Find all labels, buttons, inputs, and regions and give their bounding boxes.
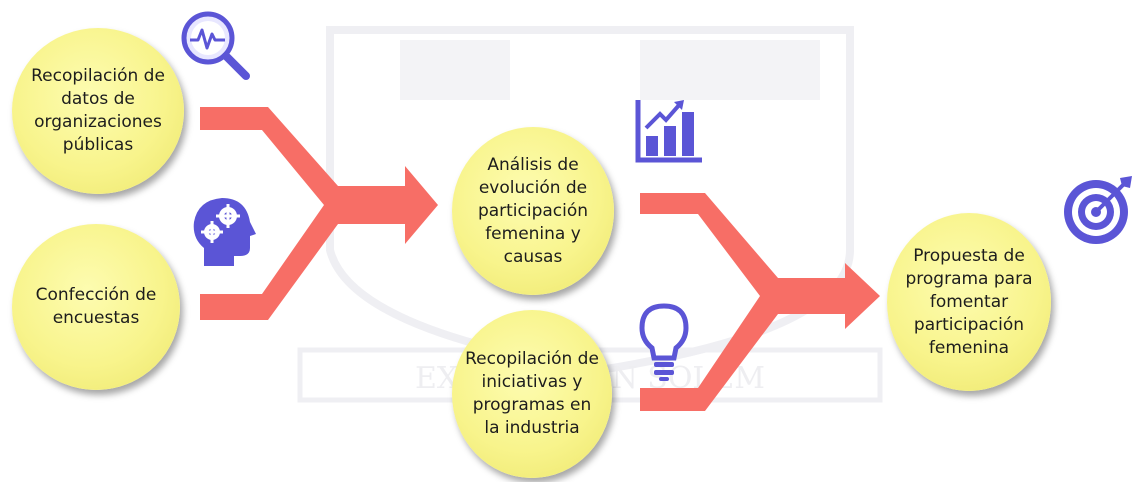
head-gears-icon — [193, 198, 256, 266]
target-icon — [1064, 176, 1132, 244]
bar-chart-growth-icon — [635, 100, 702, 163]
step-node-proposal: Propuesta de programa para fomentar part… — [887, 213, 1051, 391]
search-pulse-icon — [181, 11, 250, 80]
lightbulb-icon — [639, 303, 689, 381]
step-label: Análisis de evolución de participación f… — [477, 154, 589, 267]
step-node-data-collection: Recopilación de datos de organizaciones … — [12, 28, 184, 194]
step-label: Recopilación de datos de organizaciones … — [31, 66, 165, 155]
step-label: Recopilación de iniciativas y programas … — [465, 349, 599, 438]
step-node-initiatives: Recopilación de iniciativas y programas … — [452, 310, 612, 478]
merge-arrow-2 — [640, 193, 880, 411]
merge-arrow-1 — [200, 107, 438, 320]
step-label: Propuesta de programa para fomentar part… — [905, 245, 1033, 358]
step-label: Confección de encuestas — [35, 285, 157, 328]
step-node-analysis: Análisis de evolución de participación f… — [452, 127, 614, 295]
step-node-surveys: Confección de encuestas — [12, 224, 180, 390]
